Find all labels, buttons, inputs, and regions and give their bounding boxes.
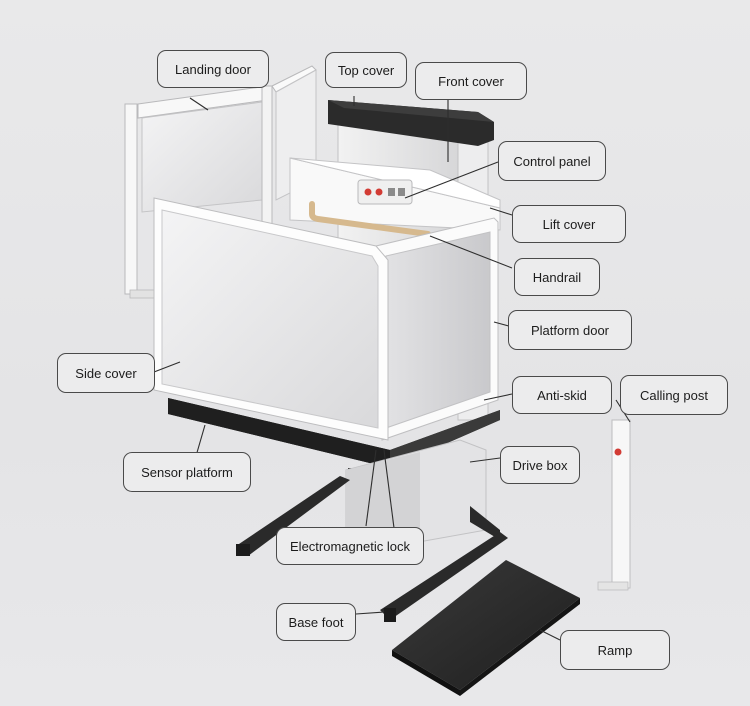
callout-front-cover: Front cover <box>415 62 527 100</box>
callout-electromagnetic-lock: Electromagnetic lock <box>276 527 424 565</box>
label-ramp: Ramp <box>597 642 633 658</box>
control-key-icon <box>398 188 405 196</box>
label-landing-door: Landing door <box>175 61 251 77</box>
handrail <box>309 201 431 237</box>
callout-anti-skid: Anti-skid <box>512 376 612 414</box>
callout-drive-box: Drive box <box>500 446 580 484</box>
callout-lift-cover: Lift cover <box>512 205 626 243</box>
ramp <box>392 560 580 696</box>
label-front-cover: Front cover <box>438 73 504 89</box>
callout-control-panel: Control panel <box>498 141 606 181</box>
label-electromagnetic-lock: Electromagnetic lock <box>290 538 410 554</box>
label-top-cover: Top cover <box>337 62 395 78</box>
label-handrail: Handrail <box>532 269 582 285</box>
landing-door <box>124 65 317 299</box>
control-panel-box <box>357 179 413 205</box>
control-button-icon <box>364 188 372 196</box>
label-sensor-platform: Sensor platform <box>141 464 233 480</box>
leader-lines <box>153 96 631 641</box>
label-drive-box: Drive box <box>512 457 568 473</box>
callout-side-cover: Side cover <box>57 353 155 393</box>
side-cover <box>153 197 389 441</box>
control-button-icon <box>375 188 383 196</box>
callout-landing-door: Landing door <box>157 50 269 88</box>
label-lift-cover: Lift cover <box>542 216 596 232</box>
label-platform-door: Platform door <box>530 322 610 338</box>
callout-top-cover: Top cover <box>325 52 407 88</box>
callout-ramp: Ramp <box>560 630 670 670</box>
label-anti-skid: Anti-skid <box>537 387 587 403</box>
lift-cover-panel <box>289 157 501 231</box>
control-key-icon <box>388 188 395 196</box>
call-button-icon <box>614 448 622 456</box>
label-side-cover: Side cover <box>75 365 137 381</box>
platform-door <box>375 217 499 441</box>
calling-post <box>597 419 631 591</box>
label-control-panel: Control panel <box>513 153 591 169</box>
callout-handrail: Handrail <box>514 258 600 296</box>
callout-platform-door: Platform door <box>508 310 632 350</box>
label-calling-post: Calling post <box>640 387 708 403</box>
callout-calling-post: Calling post <box>620 375 728 415</box>
base-foot <box>236 476 508 622</box>
callout-base-foot: Base foot <box>276 603 356 641</box>
label-base-foot: Base foot <box>288 614 344 630</box>
callout-sensor-platform: Sensor platform <box>123 452 251 492</box>
